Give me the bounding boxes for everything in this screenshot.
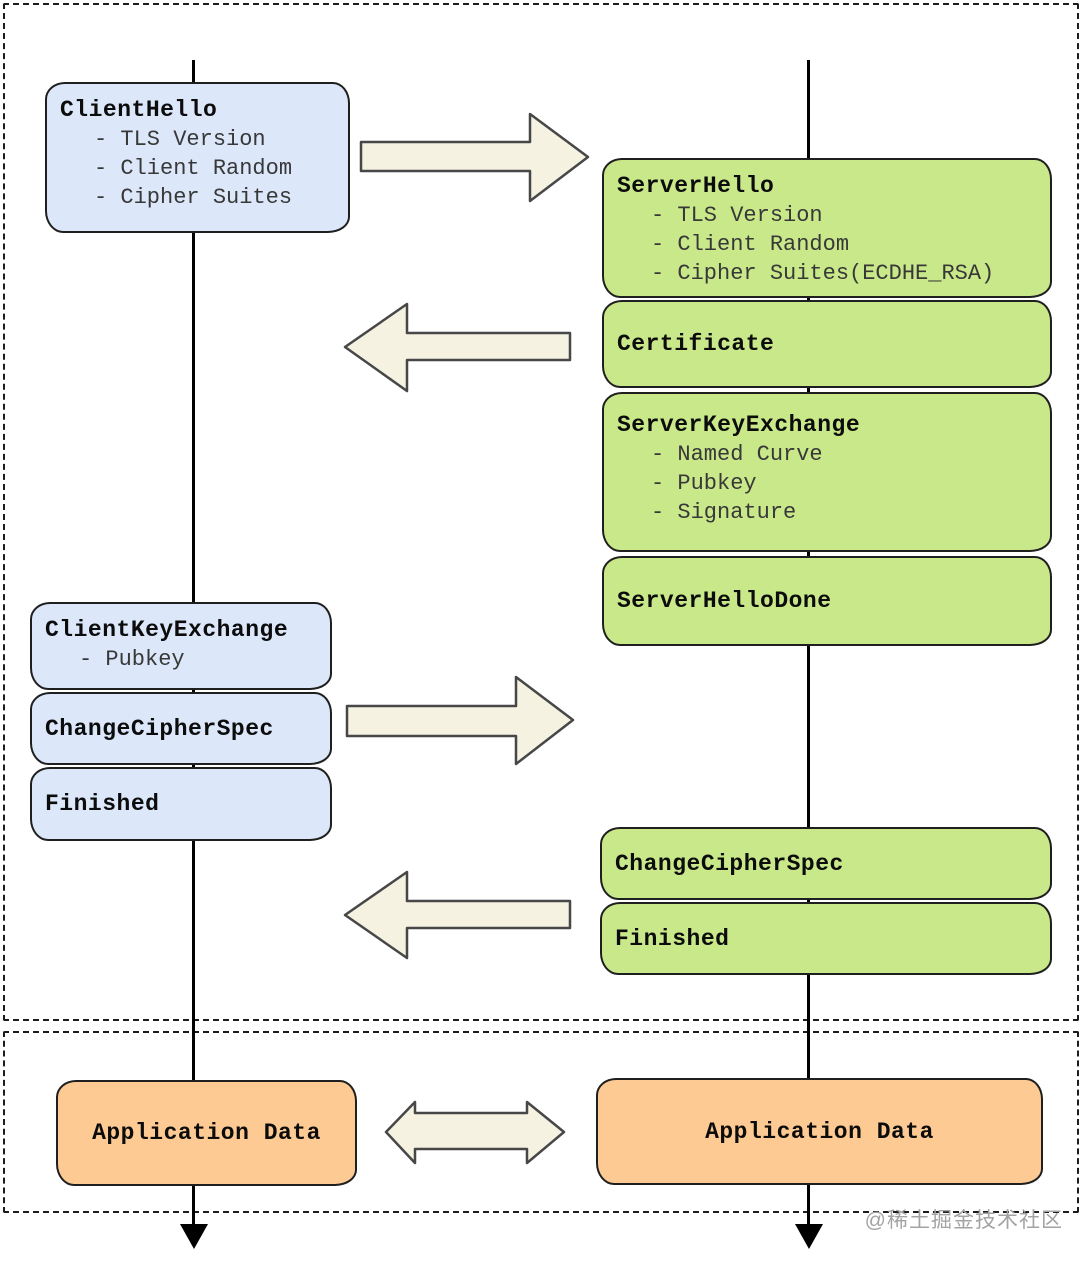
application-data-phase-rect bbox=[3, 1031, 1079, 1213]
server-key-exchange-item: - Pubkey bbox=[651, 471, 757, 496]
server-change-cipher-spec-title: ChangeCipherSpec bbox=[615, 850, 844, 877]
watermark: @稀土掘金技术社区 bbox=[864, 1209, 1063, 1232]
certificate-title: Certificate bbox=[617, 331, 775, 357]
client-finished-title: Finished bbox=[45, 791, 160, 817]
server-hello-done-title: ServerHelloDone bbox=[617, 588, 832, 614]
client-finished-box: Finished bbox=[30, 767, 332, 841]
server-hello-done-box: ServerHelloDone bbox=[602, 556, 1052, 646]
server-hello-item: - Cipher Suites(ECDHE_RSA) bbox=[651, 261, 995, 286]
server-hello-item: - TLS Version bbox=[651, 203, 823, 228]
server-application-data-box: Application Data bbox=[596, 1078, 1043, 1185]
server-finished-box: Finished bbox=[600, 902, 1052, 975]
client-key-exchange-title: ClientKeyExchange bbox=[45, 617, 289, 643]
server-change-cipher-spec-box: ChangeCipherSpec bbox=[600, 827, 1052, 900]
client-hello-item: - Cipher Suites bbox=[94, 185, 293, 210]
server-hello-box: ServerHello - TLS Version - Client Rando… bbox=[602, 158, 1052, 298]
client-lifeline-arrowhead-icon bbox=[180, 1224, 208, 1249]
server-key-exchange-title: ServerKeyExchange bbox=[617, 412, 861, 438]
server-key-exchange-item: - Named Curve bbox=[651, 442, 823, 467]
server-application-data-label: Application Data bbox=[705, 1118, 934, 1145]
server-hello-title: ServerHello bbox=[617, 173, 775, 199]
client-hello-box: ClientHello - TLS Version - Client Rando… bbox=[45, 82, 350, 233]
server-hello-item: - Client Random bbox=[651, 232, 850, 257]
client-hello-item: - Client Random bbox=[94, 156, 293, 181]
client-hello-title: ClientHello bbox=[60, 97, 218, 123]
handshake-phase-rect bbox=[3, 3, 1079, 1021]
client-key-exchange-item: - Pubkey bbox=[79, 647, 185, 672]
server-key-exchange-box: ServerKeyExchange - Named Curve - Pubkey… bbox=[602, 392, 1052, 552]
client-change-cipher-spec-box: ChangeCipherSpec bbox=[30, 692, 332, 765]
client-application-data-box: Application Data bbox=[56, 1080, 357, 1186]
client-hello-item: - TLS Version bbox=[94, 127, 266, 152]
server-finished-title: Finished bbox=[615, 925, 730, 952]
server-key-exchange-item: - Signature bbox=[651, 500, 797, 525]
client-key-exchange-box: ClientKeyExchange - Pubkey bbox=[30, 602, 332, 690]
certificate-box: Certificate bbox=[602, 300, 1052, 388]
client-change-cipher-spec-title: ChangeCipherSpec bbox=[45, 715, 274, 742]
client-application-data-label: Application Data bbox=[92, 1120, 321, 1146]
server-lifeline-arrowhead-icon bbox=[795, 1224, 823, 1249]
